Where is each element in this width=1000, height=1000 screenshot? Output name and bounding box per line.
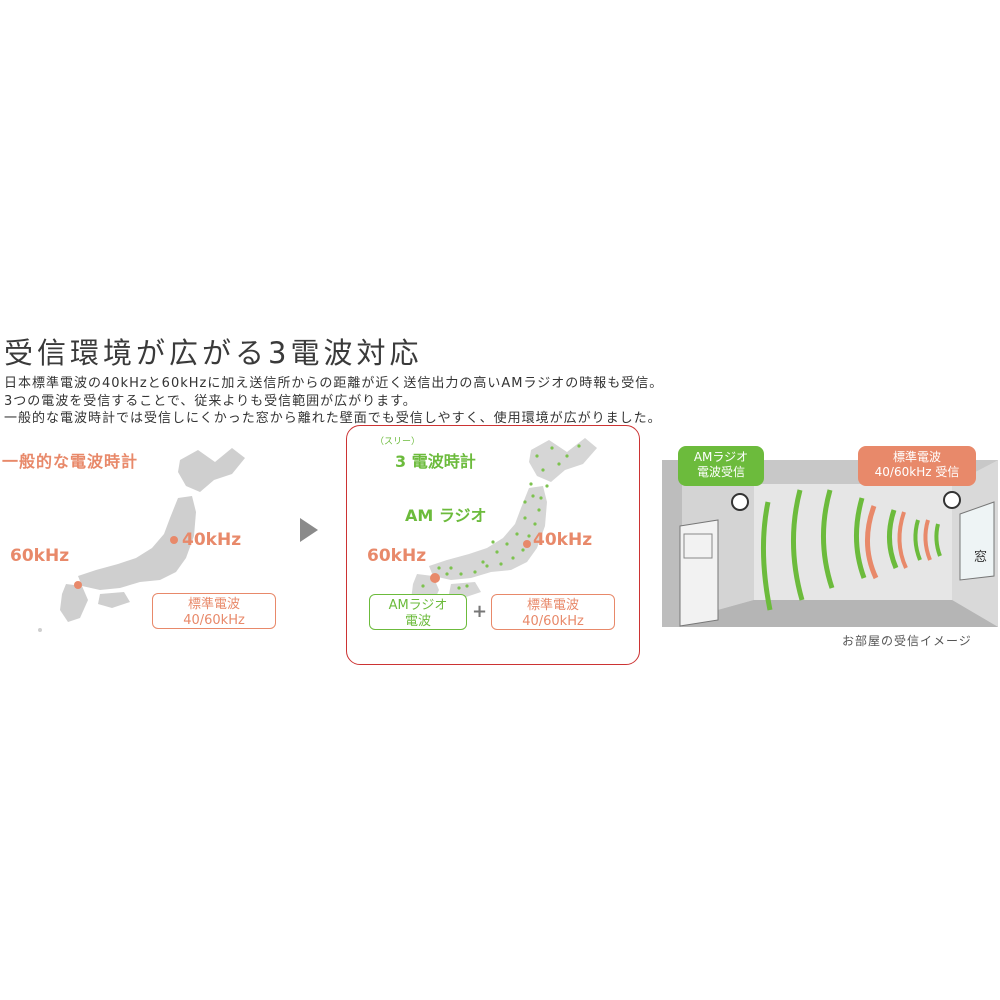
standard-wave-box-line2: 40/60kHz: [183, 613, 245, 628]
standard-reception-bubble: 標準電波 40/60kHz 受信: [858, 446, 976, 486]
std-box-line1: 標準電波: [526, 598, 579, 613]
standard-wave-box-line1: 標準電波: [187, 597, 240, 612]
label-40khz: 40kHz: [182, 530, 242, 550]
am-station-dot: [533, 522, 537, 526]
label-60khz: 60kHz: [10, 546, 70, 566]
ruby-three: （スリー）: [375, 437, 421, 447]
am-station-dot: [437, 566, 441, 570]
am-radio-box-line2: 電波: [404, 614, 431, 629]
am-station-dot: [521, 548, 525, 552]
std-box-line2: 40/60kHz: [522, 614, 584, 629]
room-caption: お部屋の受信イメージ: [842, 634, 972, 648]
am-bubble-line2: 電波受信: [696, 465, 745, 479]
description-line-2: 3つの電波を受信することで、従来よりも受信範囲が広がります。: [4, 394, 417, 409]
am-station-dot: [481, 560, 485, 564]
std-bubble-line1: 標準電波: [892, 450, 941, 464]
am-station-dot: [565, 454, 569, 458]
arrow-right-icon: [300, 518, 318, 542]
am-station-dot: [511, 556, 515, 560]
am-station-dot: [459, 572, 463, 576]
am-station-dot: [545, 484, 549, 488]
am-radio-label: AM ラジオ: [405, 506, 487, 525]
am-station-dot: [421, 584, 425, 588]
am-station-dot: [445, 572, 449, 576]
am-station-dot: [550, 446, 554, 450]
am-station-dot: [557, 462, 561, 466]
am-station-dot: [491, 540, 495, 544]
page-title: 受信環境が広がる3電波対応: [4, 336, 423, 370]
am-station-dot: [541, 468, 545, 472]
am-station-dot: [505, 542, 509, 546]
am-station-dot: [495, 550, 499, 554]
am-station-dot: [485, 564, 489, 568]
am-station-dot: [531, 494, 535, 498]
standard-wave-box-three: 標準電波 40/60kHz: [491, 594, 615, 630]
am-station-dot: [465, 584, 469, 588]
am-station-dot: [529, 482, 533, 486]
am-station-dot: [527, 534, 531, 538]
panel-three-wave-clock: （スリー） 3 電波時計 AM ラジオ 40kHz 60kHz AMラジオ 電波…: [346, 425, 640, 665]
description-line-3: 一般的な電波時計では受信しにくかった窓から離れた壁面でも受信しやすく、使用環境が…: [4, 411, 662, 426]
panel-general-clock: 一般的な電波時計 40kHz 60kHz 標準電波 40/60kHz: [0, 440, 300, 640]
am-station-dot: [523, 516, 527, 520]
am-station-dot: [449, 566, 453, 570]
am-station-dot: [523, 500, 527, 504]
plus-sign: +: [472, 601, 488, 622]
panel-three-title: 3 電波時計: [395, 452, 476, 471]
am-station-dot: [499, 562, 503, 566]
am-station-dot: [457, 586, 461, 590]
am-station-dot: [537, 508, 541, 512]
label-60khz-three: 60kHz: [367, 546, 427, 566]
panel-general-title: 一般的な電波時計: [2, 452, 139, 471]
room-illustration: AMラジオ 電波受信 標準電波 40/60kHz 受信 窓: [662, 446, 998, 627]
description-line-1: 日本標準電波の40kHzと60kHzに加え送信所からの距離が近く送信出力の高いA…: [4, 376, 664, 391]
window-label: 窓: [974, 550, 988, 565]
std-bubble-line2: 40/60kHz 受信: [874, 465, 960, 479]
am-station-dot: [515, 532, 519, 536]
am-station-dot: [473, 570, 477, 574]
am-bubble-line1: AMラジオ: [693, 450, 749, 464]
am-reception-bubble: AMラジオ 電波受信: [678, 446, 764, 486]
room-drawing: [662, 460, 998, 627]
am-radio-box-line1: AMラジオ: [388, 598, 448, 613]
am-station-dot: [577, 444, 581, 448]
am-radio-wave-box: AMラジオ 電波: [369, 594, 467, 630]
standard-wave-box: 標準電波 40/60kHz: [152, 593, 276, 629]
am-station-dot: [535, 454, 539, 458]
label-40khz-three: 40kHz: [533, 530, 593, 550]
japan-map-gray: [38, 448, 245, 632]
am-station-dot: [539, 496, 543, 500]
